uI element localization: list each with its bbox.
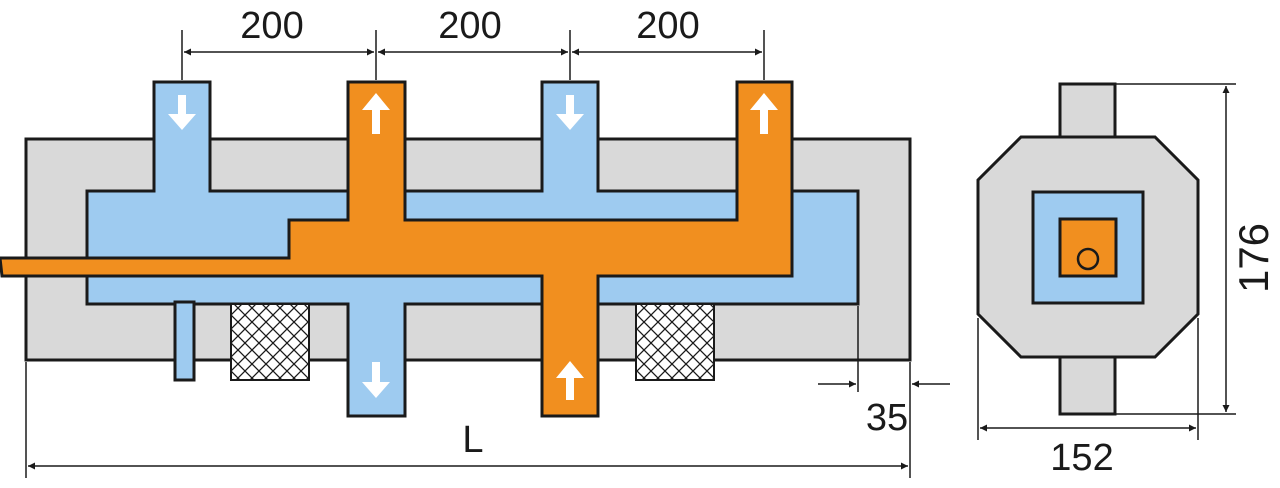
flow-arrow-up-icon [362,93,390,134]
sensor-rod-section [1076,247,1100,271]
hot-channel [0,80,794,418]
dimension-height: 176 [1230,223,1277,293]
dimension-spacing-3: 200 [636,5,699,47]
drain-stub [173,300,196,382]
flow-arrow-up-icon [556,361,584,400]
flow-arrow-down-icon [362,362,390,398]
dimension-spacing-1: 200 [240,5,303,47]
length-dimension [25,362,911,478]
flow-arrow-up-icon [750,93,778,134]
width-dimension [977,318,1199,440]
end-offset-dimension [818,306,950,392]
side-pipe-top [1058,82,1117,146]
flow-arrow-down-icon [556,95,584,130]
front-view: 200 200 200 35 L [0,5,950,478]
flow-arrows [168,93,778,400]
dimension-width: 152 [1050,437,1113,479]
spacing-dimensions [181,30,765,80]
flow-arrow-down-icon [168,95,196,130]
dimension-length: L [462,419,483,461]
side-pipe-bottom [1058,350,1117,416]
height-dimension [1116,83,1236,415]
side-view: 152 176 [976,82,1277,479]
dimension-spacing-2: 200 [438,5,501,47]
dimension-end-offset: 35 [866,397,908,439]
